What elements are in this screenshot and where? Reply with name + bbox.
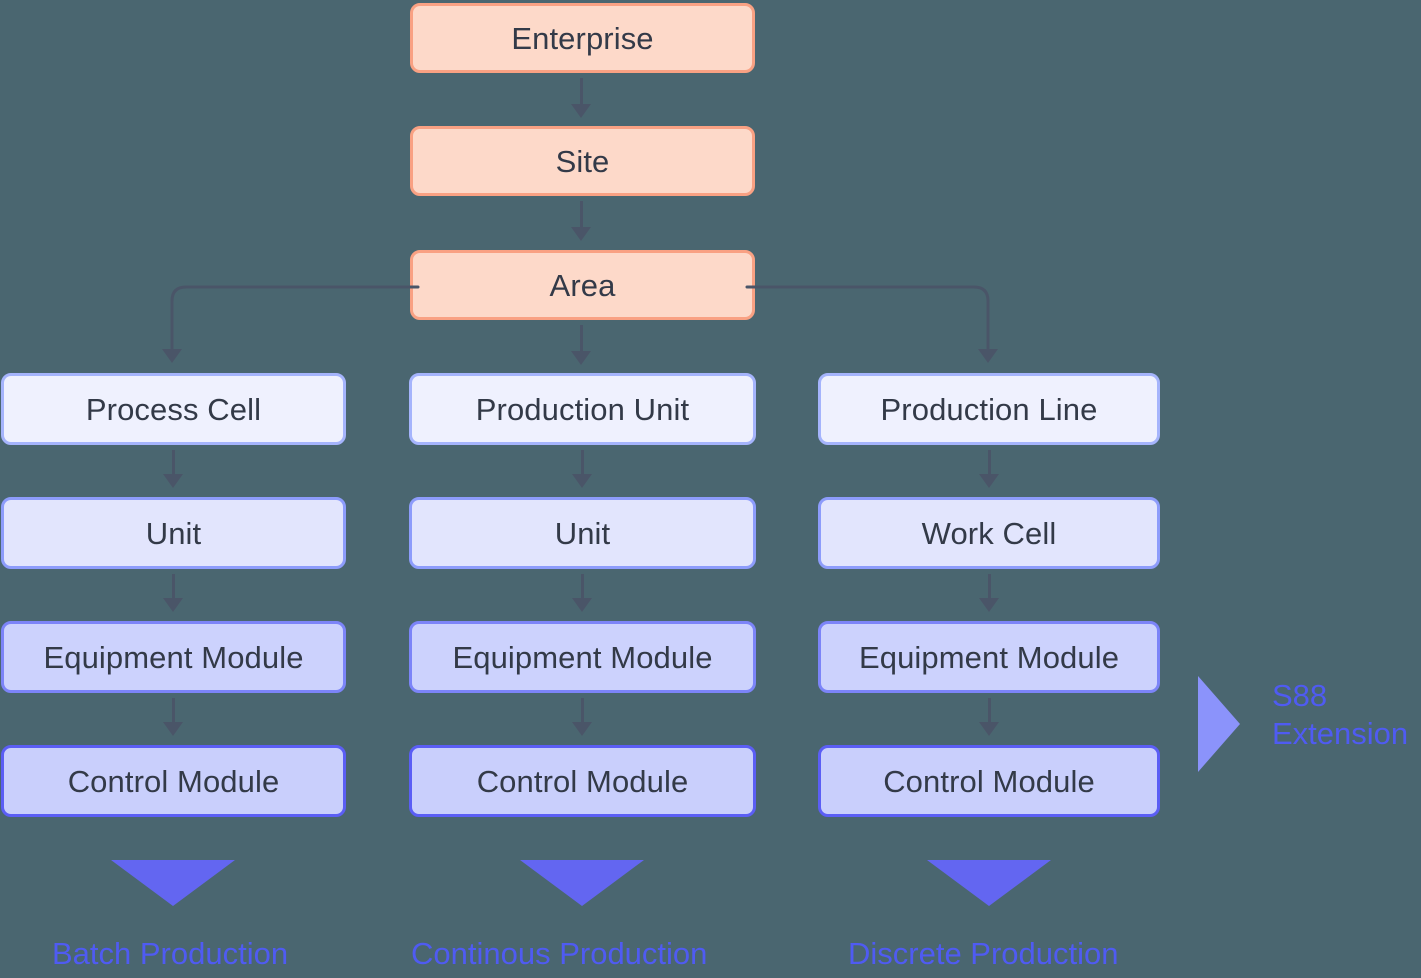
node-process-cell[interactable]: Process Cell [1, 373, 346, 445]
arrowhead-continuous-1-2 [572, 474, 592, 488]
connector-batch-3-4 [172, 698, 175, 724]
s88-extension-label: S88 Extension [1272, 677, 1408, 753]
node-label: Equipment Module [858, 639, 1120, 675]
connector-discrete-2-3 [988, 574, 991, 600]
connector-discrete-3-4 [988, 698, 991, 724]
connector-area-to-continuous [580, 325, 583, 353]
connector-site-area [580, 201, 583, 229]
node-batch-equipment-module[interactable]: Equipment Module [1, 621, 346, 693]
node-label: Area [549, 267, 616, 303]
node-discrete-equipment-module[interactable]: Equipment Module [818, 621, 1160, 693]
node-label: Equipment Module [452, 639, 713, 675]
arrowhead-continuous-3-4 [572, 722, 592, 736]
node-label: Site [555, 143, 610, 179]
node-label: Process Cell [85, 391, 262, 427]
node-area[interactable]: Area [410, 250, 755, 320]
node-enterprise[interactable]: Enterprise [410, 3, 755, 73]
connector-continuous-1-2 [581, 450, 584, 476]
node-site[interactable]: Site [410, 126, 755, 196]
node-label: Control Module [883, 763, 1095, 799]
arrowhead-discrete-3-4 [979, 722, 999, 736]
discrete-outcome-arrow-icon [927, 860, 1051, 906]
caption-batch-production: Batch Production [52, 936, 289, 971]
node-label: Unit [554, 515, 611, 551]
node-label: Production Line [880, 391, 1098, 427]
node-work-cell[interactable]: Work Cell [818, 497, 1160, 569]
node-batch-control-module[interactable]: Control Module [1, 745, 346, 817]
connector-batch-2-3 [172, 574, 175, 600]
caption-continuous-production: Continous Production [411, 936, 708, 971]
node-label: Equipment Module [43, 639, 304, 675]
node-production-unit[interactable]: Production Unit [409, 373, 756, 445]
arrowhead-site-area [571, 227, 591, 241]
arrowhead-continuous-2-3 [572, 598, 592, 612]
node-label: Production Unit [475, 391, 690, 427]
connector-area-to-discrete [745, 275, 1005, 370]
connector-discrete-1-2 [988, 450, 991, 476]
node-label: Work Cell [921, 515, 1057, 551]
caption-discrete-production: Discrete Production [848, 936, 1119, 971]
s88-extension-line2: Extension [1272, 715, 1409, 751]
node-continuous-control-module[interactable]: Control Module [409, 745, 756, 817]
arrowhead-area-to-continuous [571, 351, 591, 365]
s88-extension-line1: S88 [1272, 678, 1328, 713]
arrowhead-enterprise-site [571, 104, 591, 118]
node-batch-unit[interactable]: Unit [1, 497, 346, 569]
node-discrete-control-module[interactable]: Control Module [818, 745, 1160, 817]
connector-enterprise-site [580, 78, 583, 106]
arrowhead-batch-3-4 [163, 722, 183, 736]
continuous-outcome-arrow-icon [520, 860, 644, 906]
node-continuous-equipment-module[interactable]: Equipment Module [409, 621, 756, 693]
node-continuous-unit[interactable]: Unit [409, 497, 756, 569]
connector-continuous-2-3 [581, 574, 584, 600]
arrowhead-batch-1-2 [163, 474, 183, 488]
connector-area-to-batch [160, 275, 420, 370]
connector-batch-1-2 [172, 450, 175, 476]
arrowhead-discrete-1-2 [979, 474, 999, 488]
s88-extension-arrow-icon [1198, 676, 1240, 772]
node-label: Control Module [476, 763, 689, 799]
connector-continuous-3-4 [581, 698, 584, 724]
arrowhead-batch-2-3 [163, 598, 183, 612]
node-production-line[interactable]: Production Line [818, 373, 1160, 445]
batch-outcome-arrow-icon [111, 860, 235, 906]
node-label: Unit [145, 515, 202, 551]
node-label: Control Module [67, 763, 280, 799]
node-label: Enterprise [511, 20, 654, 56]
arrowhead-discrete-2-3 [979, 598, 999, 612]
